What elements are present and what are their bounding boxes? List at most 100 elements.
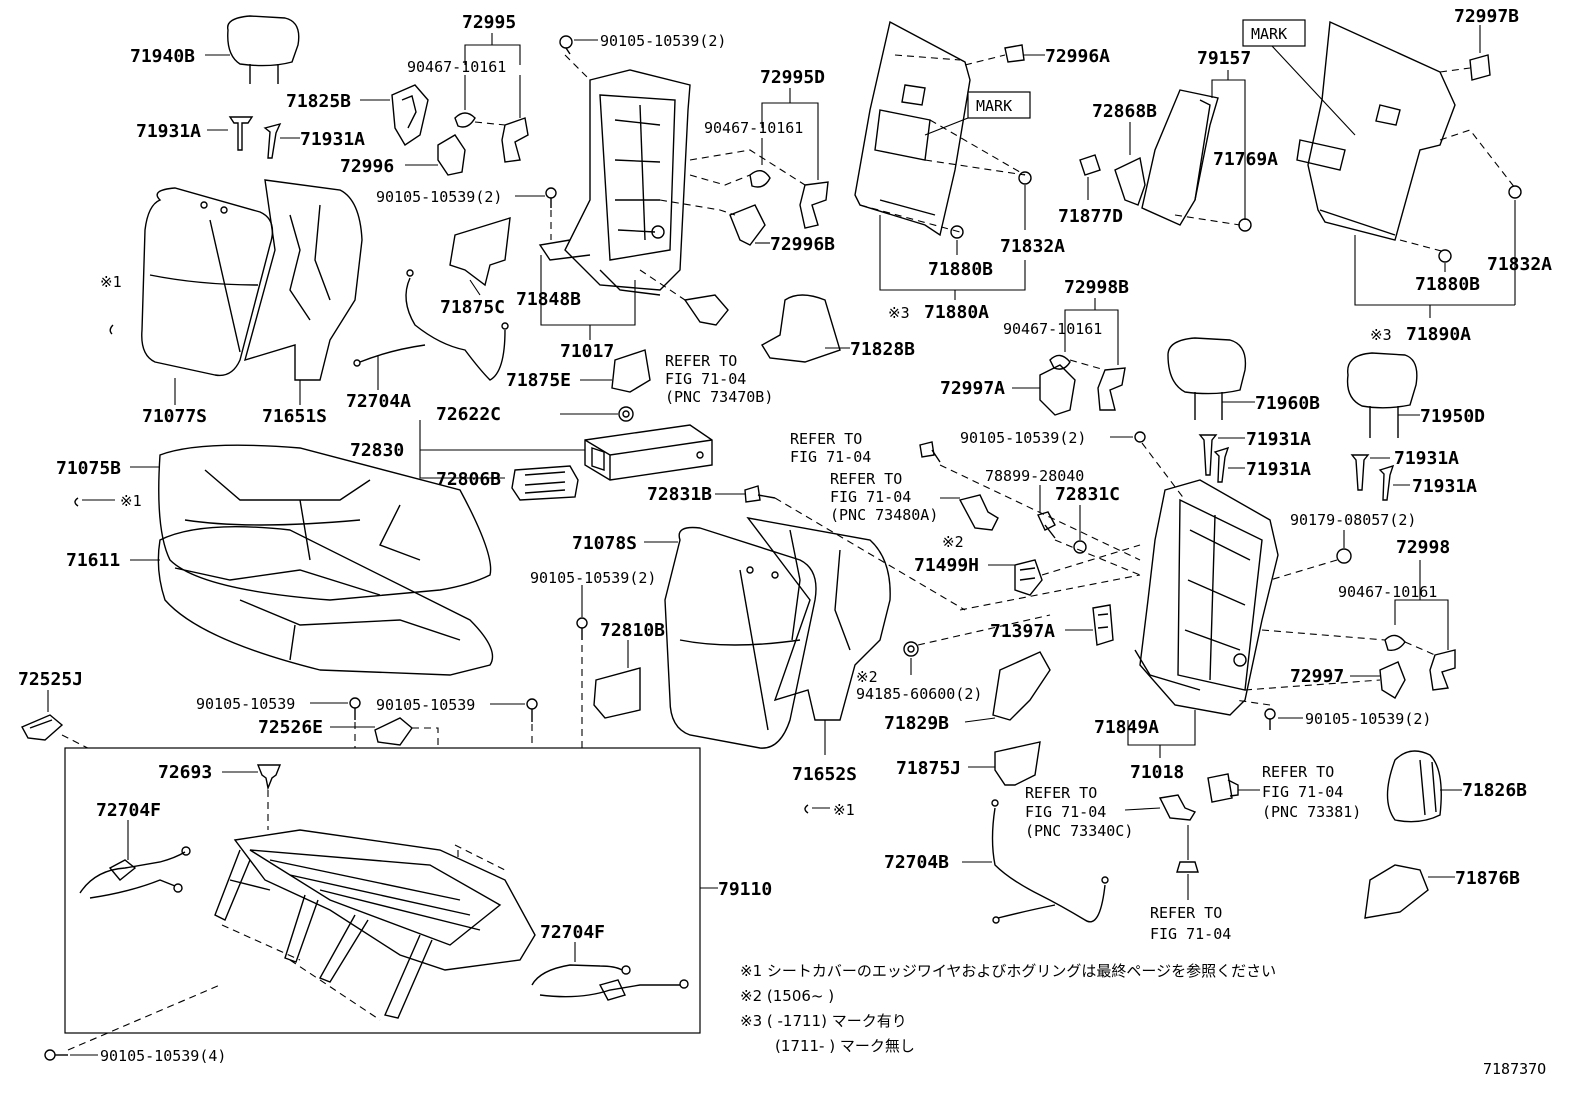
label-72526E: 72526E bbox=[258, 717, 323, 738]
label-71078S: 71078S bbox=[572, 533, 637, 554]
label-71832A-1: 71832A bbox=[1000, 236, 1065, 257]
refer-r3: REFER TO FIG 71-04 (PNC 73480A) bbox=[830, 470, 938, 524]
note-2: ※2 (1506~ ) bbox=[740, 987, 834, 1005]
label-71397A: 71397A bbox=[990, 621, 1055, 642]
ref-mark-2b: ※2 bbox=[856, 668, 878, 686]
screw-90105-f bbox=[349, 697, 361, 720]
ref-mark-3b: ※3 bbox=[1370, 326, 1392, 344]
label-71880A: 71880A bbox=[924, 302, 989, 323]
bolt-72831B bbox=[744, 485, 776, 503]
cover-71875C bbox=[449, 217, 511, 287]
label-71931A-3: 71931A bbox=[1246, 429, 1311, 450]
mark-box-1 bbox=[967, 91, 1031, 119]
label-72995: 72995 bbox=[462, 12, 516, 33]
label-71931A-2: 71931A bbox=[300, 129, 365, 150]
headrest-71940B bbox=[226, 15, 300, 84]
label-71931A-4: 71931A bbox=[1246, 459, 1311, 480]
label-72704F-1: 72704F bbox=[96, 800, 161, 821]
svg-text:REFER TO: REFER TO bbox=[790, 430, 862, 448]
part-71828B-bracket bbox=[683, 294, 729, 326]
ref-mark-1b: ※1 bbox=[120, 492, 142, 510]
clip-71397A bbox=[1092, 604, 1114, 646]
label-90105-c: 90105-10539(2) bbox=[960, 429, 1086, 447]
svg-text:REFER TO: REFER TO bbox=[665, 352, 737, 370]
part-72997 bbox=[1379, 661, 1406, 699]
clip-90467-c bbox=[1049, 354, 1071, 370]
ref-mark-1c: ※1 bbox=[833, 801, 855, 819]
seatback-frame-71018 bbox=[1134, 479, 1279, 716]
label-90105-f: 90105-10539 bbox=[196, 695, 295, 713]
label-71018: 71018 bbox=[1130, 762, 1184, 783]
panel-71880A bbox=[854, 20, 971, 237]
part-refer-73340C bbox=[1158, 794, 1197, 821]
label-72998: 72998 bbox=[1396, 537, 1450, 558]
clip-71832A-1 bbox=[1018, 171, 1032, 185]
label-72868B: 72868B bbox=[1092, 101, 1157, 122]
svg-text:FIG 71-04: FIG 71-04 bbox=[1025, 803, 1106, 821]
label-90467-a: 90467-10161 bbox=[407, 58, 506, 76]
label-90105-b: 90105-10539(2) bbox=[376, 188, 502, 206]
pins-71931A-mid bbox=[1198, 434, 1230, 483]
label-72996B: 72996B bbox=[770, 234, 835, 255]
screw-90105-mid bbox=[545, 187, 557, 208]
svg-text:REFER TO: REFER TO bbox=[1262, 763, 1334, 781]
label-71875E: 71875E bbox=[506, 370, 571, 391]
part-72996 bbox=[437, 134, 466, 176]
label-71829B: 71829B bbox=[884, 713, 949, 734]
module-72806B bbox=[511, 465, 579, 501]
label-71960B: 71960B bbox=[1255, 393, 1320, 414]
refer-r2: REFER TO FIG 71-04 bbox=[790, 430, 871, 466]
label-72997: 72997 bbox=[1290, 666, 1344, 687]
label-72997A: 72997A bbox=[940, 378, 1005, 399]
cover-72810B bbox=[593, 667, 641, 719]
clip-90467-d bbox=[1384, 634, 1406, 652]
label-71877D: 71877D bbox=[1058, 206, 1123, 227]
clip-71880B-1 bbox=[950, 225, 964, 239]
label-71832A-2: 71832A bbox=[1487, 254, 1552, 275]
ref-mark-2a: ※2 bbox=[942, 533, 964, 551]
seatback-pad-71651S bbox=[243, 179, 363, 381]
screw-90105-h bbox=[44, 1049, 68, 1061]
refer-r6: REFER TO FIG 71-04 bbox=[1150, 904, 1231, 943]
label-71017: 71017 bbox=[560, 341, 614, 362]
nut-90179 bbox=[1336, 548, 1352, 564]
seatback-cover-71078S bbox=[664, 526, 817, 749]
panel-71890A bbox=[1296, 20, 1456, 241]
clip-90467-a bbox=[454, 112, 476, 128]
label-71077S: 71077S bbox=[142, 406, 207, 427]
box-72830 bbox=[584, 424, 713, 481]
cover-71875J bbox=[994, 741, 1041, 786]
screw-90105-e bbox=[1264, 708, 1276, 730]
svg-text:(PNC 73340C): (PNC 73340C) bbox=[1025, 822, 1133, 840]
clip-71769A bbox=[1238, 218, 1252, 232]
ref-mark-1: ※1 bbox=[100, 273, 122, 291]
label-71651S: 71651S bbox=[262, 406, 327, 427]
label-71931A-6: 71931A bbox=[1412, 476, 1477, 497]
cushion-cover-71075B bbox=[158, 444, 492, 601]
label-72996A: 72996A bbox=[1045, 46, 1110, 67]
label-72831C: 72831C bbox=[1055, 484, 1120, 505]
label-71931A-5: 71931A bbox=[1394, 448, 1459, 469]
bracket-71876B bbox=[1364, 864, 1429, 919]
headrest-71960B bbox=[1167, 337, 1247, 420]
label-94185: 94185-60600(2) bbox=[856, 685, 982, 703]
module-refer-73381 bbox=[1207, 773, 1239, 803]
seatback-cover-71077S bbox=[141, 187, 274, 377]
seatback-pad-71652S bbox=[746, 516, 891, 721]
screw-90105-g bbox=[526, 698, 538, 722]
mark-label-2: MARK bbox=[1251, 25, 1287, 43]
label-71876B: 71876B bbox=[1455, 868, 1520, 889]
refer-r5: REFER TO FIG 71-04 (PNC 73381) bbox=[1262, 763, 1361, 821]
label-71611: 71611 bbox=[66, 550, 120, 571]
pins-71931A-right bbox=[1350, 454, 1395, 501]
svg-text:FIG 71-04: FIG 71-04 bbox=[830, 488, 911, 506]
label-72997B: 72997B bbox=[1454, 6, 1519, 27]
label-72998B: 72998B bbox=[1064, 277, 1129, 298]
headrest-71950D bbox=[1346, 352, 1418, 438]
nut-72622C bbox=[618, 406, 634, 422]
seatback-frame-71017 bbox=[538, 69, 691, 296]
label-72704F-2: 72704F bbox=[540, 922, 605, 943]
bolt-78899 bbox=[1037, 511, 1056, 539]
clip-71877D bbox=[1079, 154, 1101, 176]
part-refer-73480A bbox=[958, 494, 999, 531]
